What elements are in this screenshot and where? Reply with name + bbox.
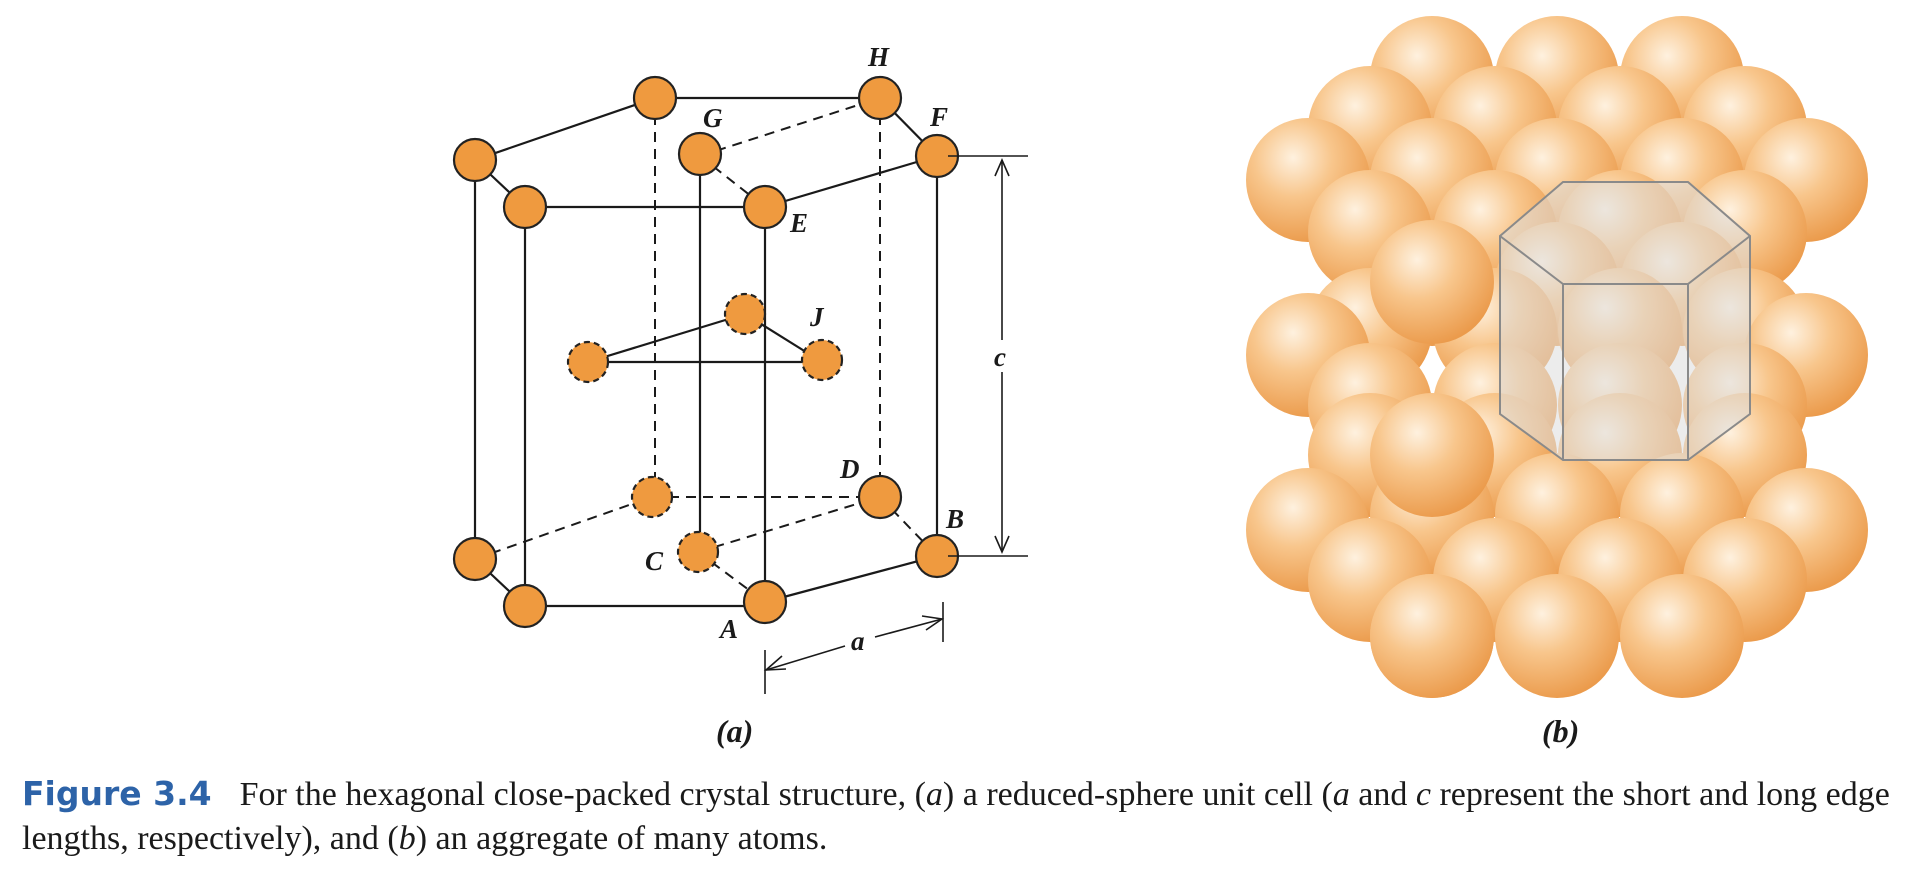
label-f: F: [929, 102, 948, 132]
atom: [452, 536, 498, 582]
caption-text: For the hexagonal close-packed crystal s…: [239, 776, 926, 813]
atom: [502, 184, 548, 230]
atom-a: [742, 579, 788, 625]
sublabel-b: (b): [1542, 713, 1579, 749]
caption-italic-b: b: [398, 820, 416, 857]
atom: [632, 75, 678, 121]
dim-a-label: a: [851, 626, 865, 656]
label-b: B: [945, 504, 964, 534]
atom-mid: [723, 292, 767, 336]
caption-text: represent the short and long edge length…: [22, 776, 1890, 857]
atom-j: [800, 338, 844, 382]
atom-h: [857, 75, 903, 121]
caption-italic-a: a: [925, 776, 943, 813]
sublabel-a: (a): [716, 713, 753, 749]
label-c: C: [645, 546, 664, 576]
label-h: H: [867, 42, 890, 72]
atom-g: [677, 131, 723, 177]
atom-sphere: [1370, 393, 1494, 517]
caption-label: Figure 3.4: [22, 774, 212, 813]
hcp-unit-cell-outline: [1499, 181, 1751, 461]
caption-italic-c: c: [1415, 776, 1431, 813]
diagram-a: H G F E J D C B A c a (a): [452, 42, 1028, 749]
caption-text: ) an aggregate of many atoms.: [415, 820, 828, 857]
dimension-c: [948, 155, 1028, 557]
atom-mid: [566, 340, 610, 384]
atom-sphere: [1370, 574, 1494, 698]
dimension-a: [763, 602, 945, 694]
label-a: A: [718, 614, 738, 644]
hcp-hidden-atoms: [566, 292, 844, 574]
atom-c: [676, 530, 720, 574]
figure: H G F E J D C B A c a (a): [452, 16, 1868, 749]
atom-sphere: [1370, 220, 1494, 344]
figure-caption: Figure 3.4 For the hexagonal close-packed…: [22, 772, 1892, 861]
label-d: D: [839, 454, 860, 484]
dim-c-label: c: [994, 342, 1006, 372]
atom: [630, 475, 674, 519]
atom: [502, 583, 548, 629]
label-g: G: [703, 103, 723, 133]
caption-text: ) a reduced-sphere unit cell (: [942, 776, 1333, 813]
atom-e: [742, 184, 788, 230]
caption-text: and: [1349, 776, 1416, 813]
diagram-b: (b): [1246, 16, 1868, 749]
label-e: E: [789, 208, 808, 238]
atom-sphere: [1620, 574, 1744, 698]
atom: [452, 137, 498, 183]
hcp-atoms: [452, 75, 960, 629]
atom-d: [857, 474, 903, 520]
label-j: J: [809, 302, 825, 332]
atom-sphere: [1495, 574, 1619, 698]
caption-italic-a: a: [1332, 776, 1350, 813]
